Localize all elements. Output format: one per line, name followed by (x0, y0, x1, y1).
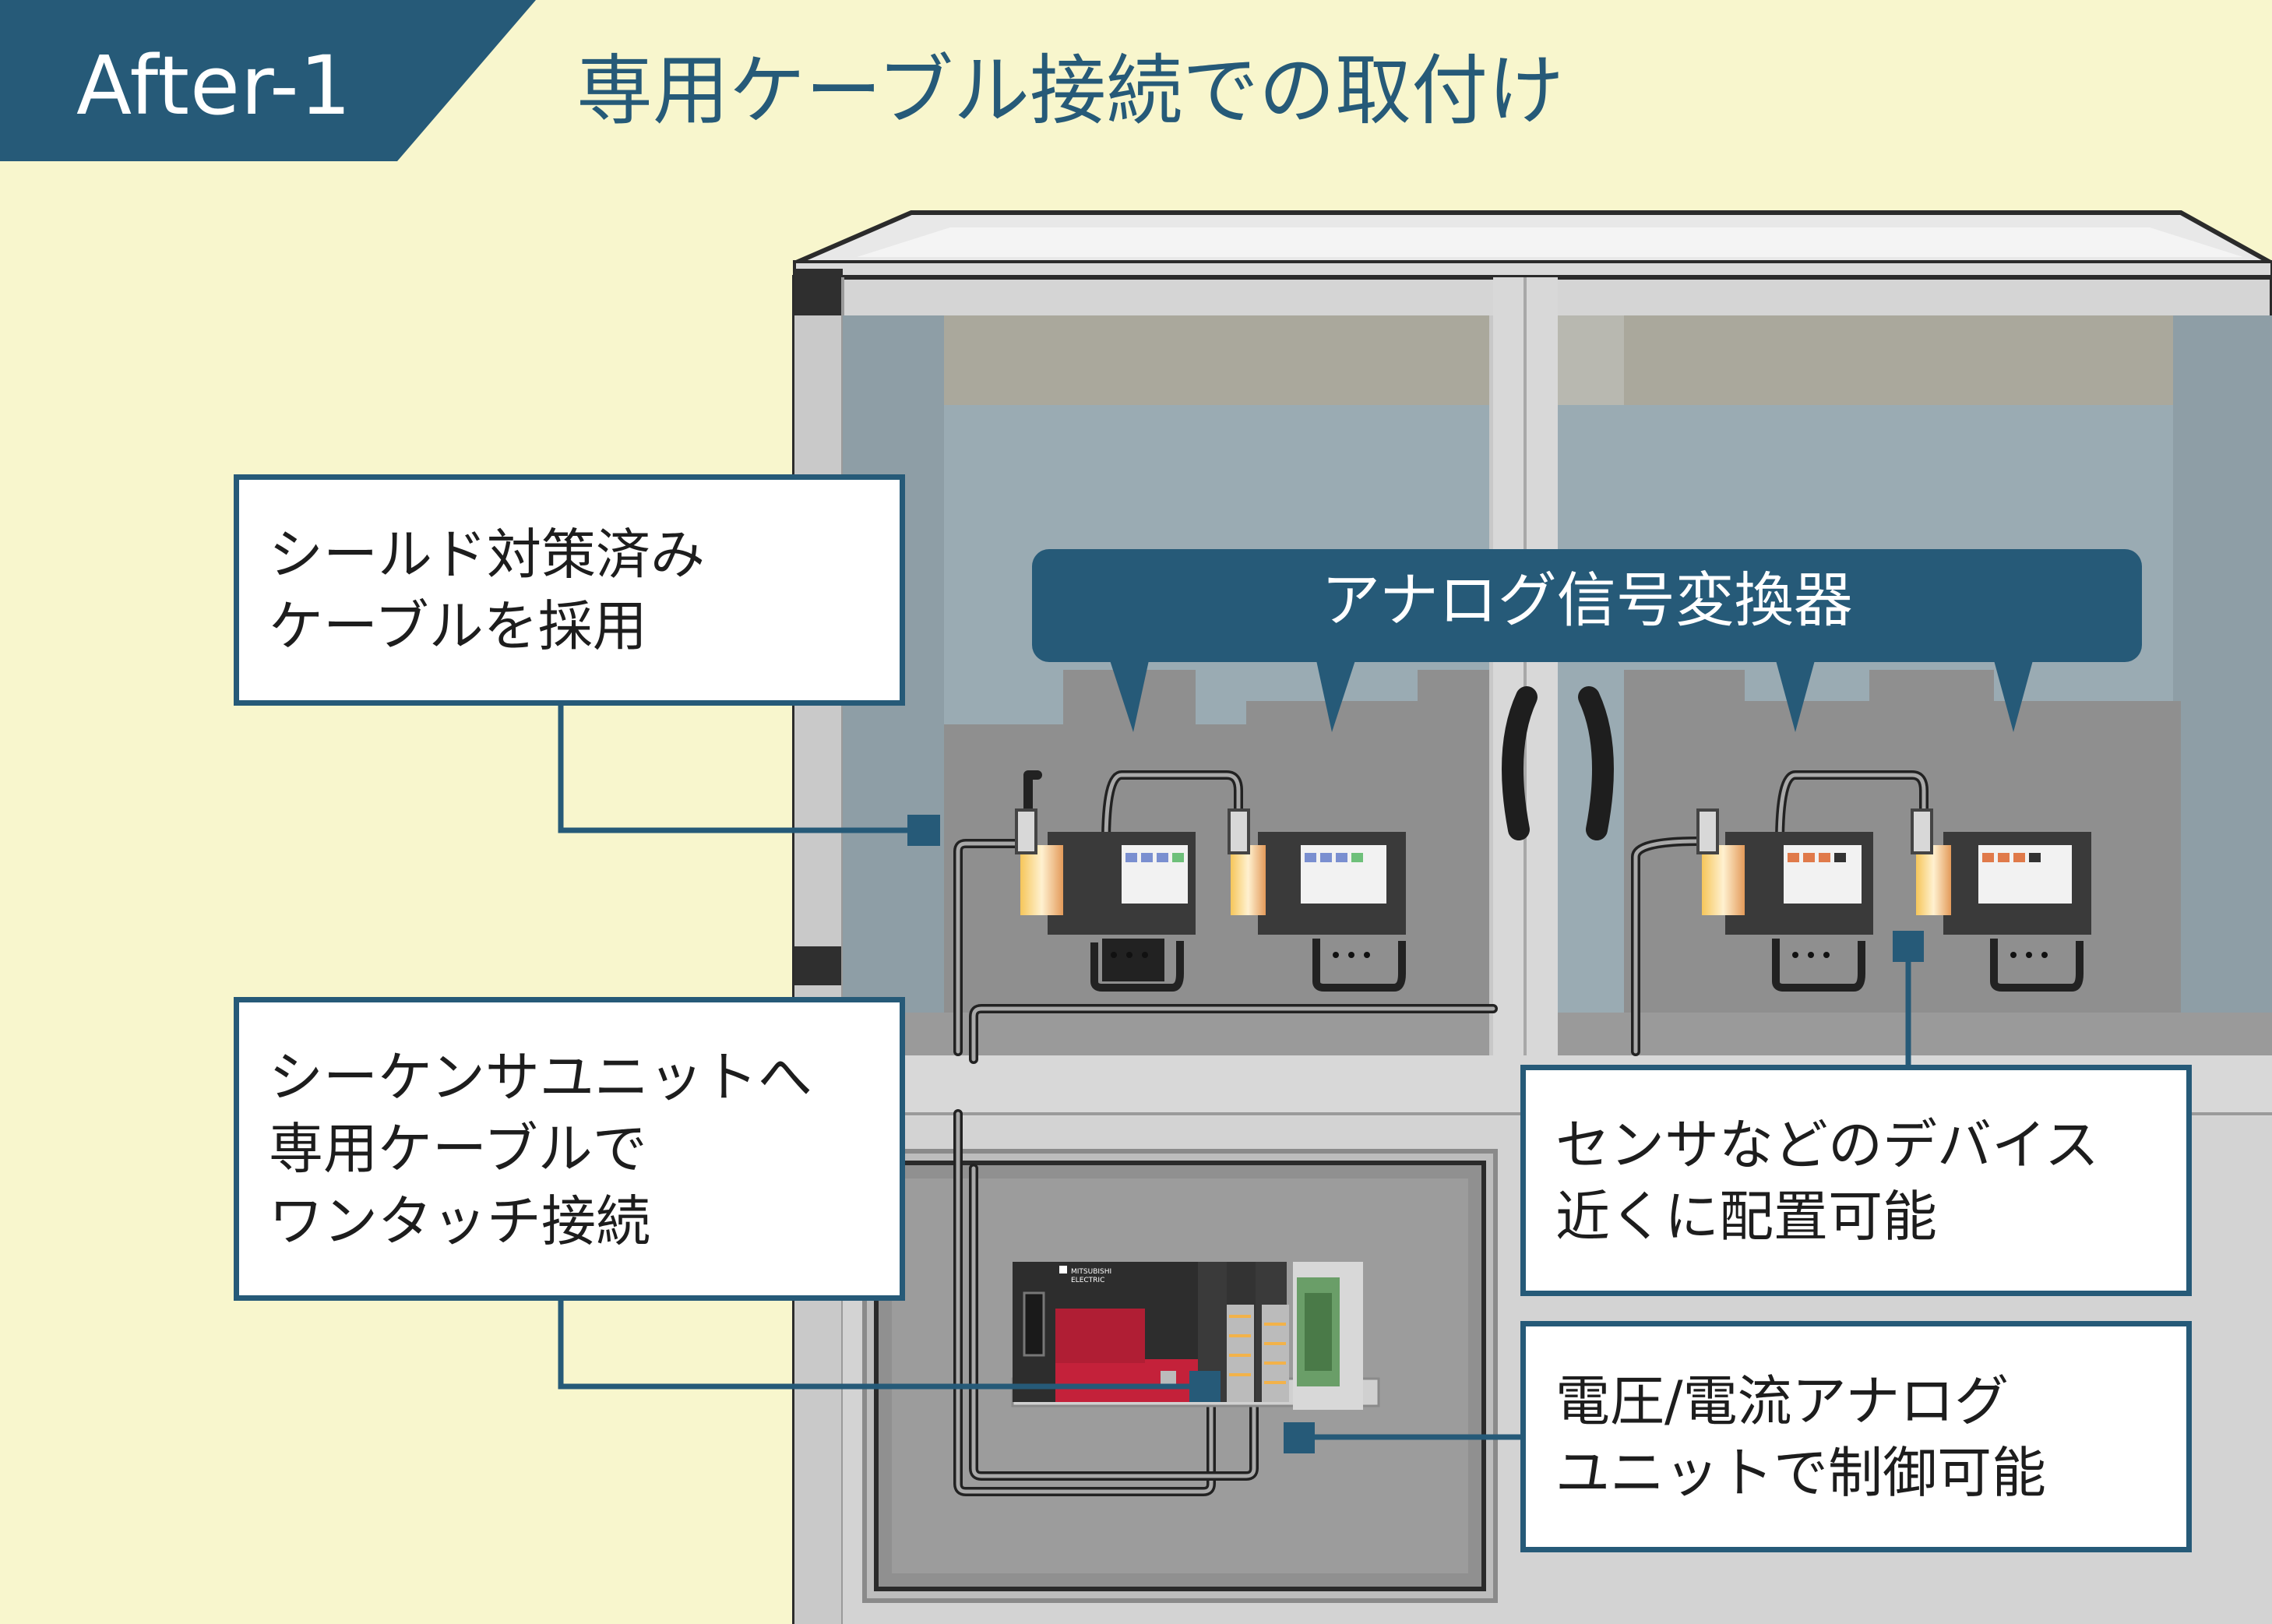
plc-logo-line-2: ELECTRIC (1071, 1277, 1104, 1284)
callout-shield-cable-line-1: シールド対策済み (269, 523, 705, 587)
callout-analog-unit-line-1: 電圧/電流アナログ (1555, 1369, 2010, 1433)
cables-upper-left (953, 770, 1929, 1064)
callout-sensor-placement-line-2: 近くに配置可能 (1555, 1185, 1937, 1249)
banner-label: アナログ信号変換器 (1321, 565, 1853, 635)
cabinet-top (793, 210, 2272, 280)
converter-module-1 (1015, 808, 1196, 992)
callout-sequencer-line-2: 専用ケーブルで (269, 1117, 647, 1182)
callout-shield-cable-line-2: ケーブルを採用 (269, 594, 647, 659)
banner-converter (1032, 549, 2142, 732)
callout-sensor-placement-line-1: センサなどのデバイス (1555, 1113, 2099, 1177)
cables-lower (953, 1109, 1259, 1496)
callout-sequencer-line-1: シーケンサユニットへ (269, 1045, 812, 1109)
plc-sequencer: MITSUBISHI ELECTRIC (1011, 1262, 1380, 1410)
converter-module-2 (1228, 808, 1406, 992)
badge-shape (0, 0, 536, 161)
door-handles (1502, 686, 1614, 840)
callout-sequencer: シーケンサユニットへ 専用ケーブルで ワンタッチ接続 (234, 997, 905, 1301)
plc-logo: MITSUBISHI ELECTRIC (1071, 1268, 1114, 1284)
callout-analog-unit-line-2: ユニットで制御可能 (1555, 1441, 2046, 1506)
leader-lines (558, 701, 1911, 1440)
badge-label: After-1 (76, 38, 352, 133)
callout-shield-cable: シールド対策済み ケーブルを採用 (234, 474, 905, 706)
callout-sequencer-line-3: ワンタッチ接続 (269, 1189, 650, 1253)
upper-left-window (843, 315, 1497, 1055)
converter-module-3 (1696, 808, 1873, 992)
callout-sensor-placement: センサなどのデバイス 近くに配置可能 (1520, 1065, 2192, 1296)
callout-analog-unit: 電圧/電流アナログ ユニットで制御可能 (1520, 1321, 2192, 1552)
leader-endpoints (907, 815, 1924, 1453)
plc-logo-line-1: MITSUBISHI (1071, 1268, 1111, 1276)
page-title: 専用ケーブル接続での取付け (576, 47, 1565, 136)
converter-module-4 (1911, 808, 2091, 992)
